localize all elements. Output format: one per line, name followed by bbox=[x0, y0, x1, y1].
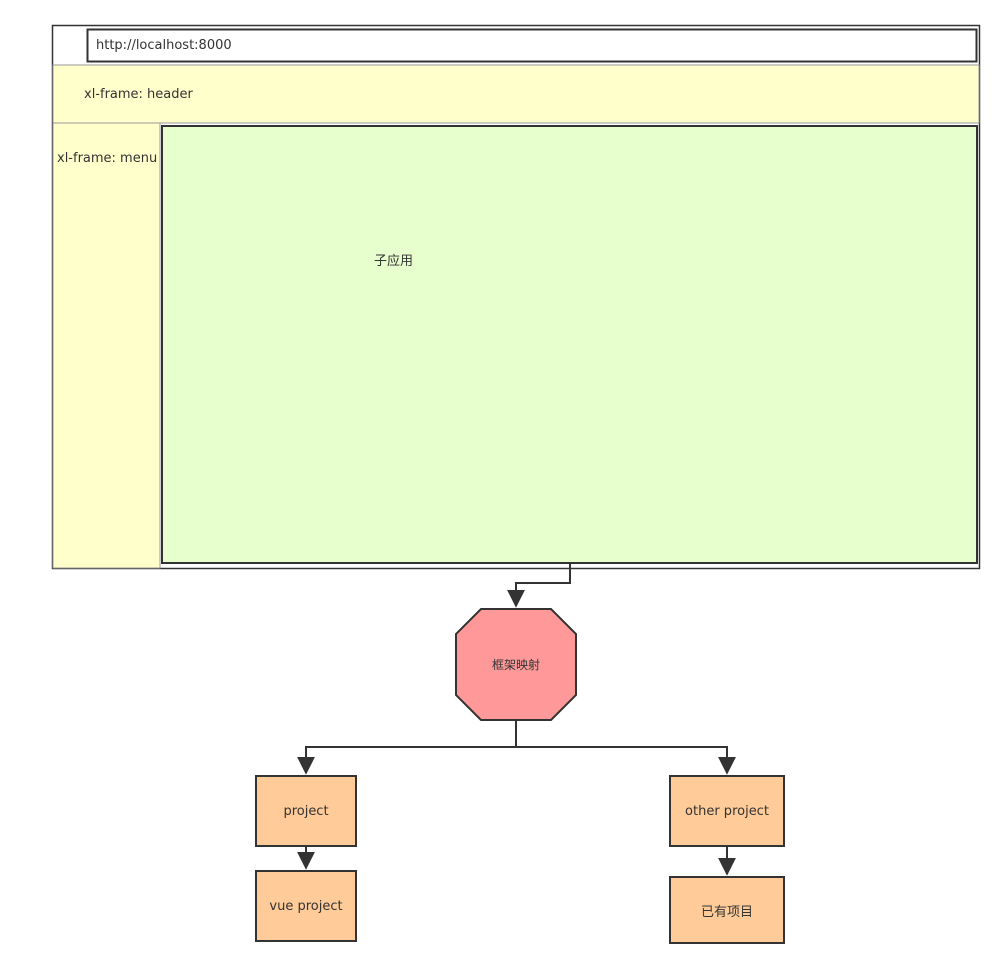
subapp-region bbox=[161, 125, 978, 564]
address-bar-text: http://localhost:8000 bbox=[96, 38, 232, 53]
project-box bbox=[255, 775, 357, 847]
other-project-label: other project bbox=[685, 803, 769, 819]
connector-mapping-to-project bbox=[297, 746, 516, 775]
connector-subapp-to-mapping bbox=[507, 563, 571, 608]
menu-region bbox=[52, 122, 161, 569]
subapp-label: 子应用 bbox=[374, 254, 414, 269]
header-label: xl-frame: header bbox=[84, 87, 193, 102]
address-bar[interactable] bbox=[86, 28, 978, 63]
mapping-label: 框架映射 bbox=[491, 658, 540, 672]
mapping-octagon bbox=[455, 608, 577, 721]
header-region bbox=[52, 64, 980, 124]
vue-project-box bbox=[255, 870, 357, 942]
existing-project-box bbox=[669, 876, 785, 944]
connector-mapping-to-other-project bbox=[516, 746, 736, 775]
vue-project-label: vue project bbox=[269, 898, 343, 914]
existing-project-label: 已有项目 bbox=[700, 904, 753, 920]
menu-label: xl-frame: menu bbox=[57, 151, 158, 166]
project-label: project bbox=[283, 803, 329, 819]
